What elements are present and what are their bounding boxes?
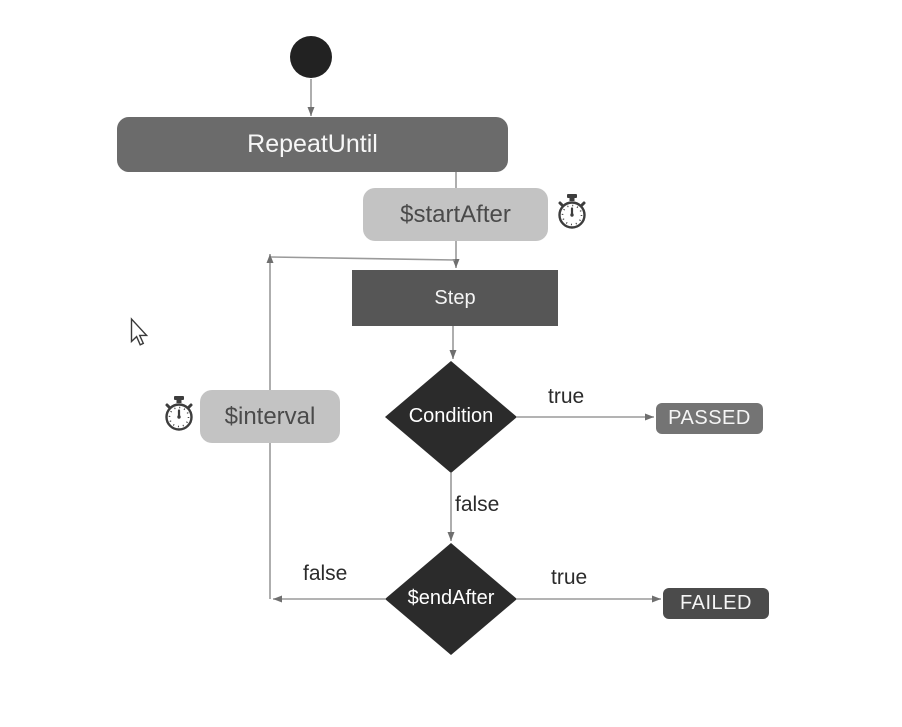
endafter-false-label: false [303,562,348,585]
passed-node[interactable]: PASSED [656,403,763,434]
startafter-node[interactable]: $startAfter [363,188,548,241]
start-node[interactable] [290,36,332,78]
edge-loop-top [270,256,456,261]
mouse-pointer-icon [130,317,149,346]
stopwatch-icon [558,192,586,229]
step-node[interactable]: Step [352,270,558,326]
condition-node[interactable] [385,361,517,473]
endafter-true-label: true [551,566,588,589]
endafter-node[interactable] [385,543,517,655]
interval-node[interactable]: $interval [200,390,340,443]
failed-node[interactable]: FAILED [663,588,769,619]
repeatuntil-node[interactable]: RepeatUntil [117,117,508,172]
condition-false-label: false [455,493,500,516]
condition-true-label: true [548,385,585,408]
stopwatch-icon [165,394,193,431]
